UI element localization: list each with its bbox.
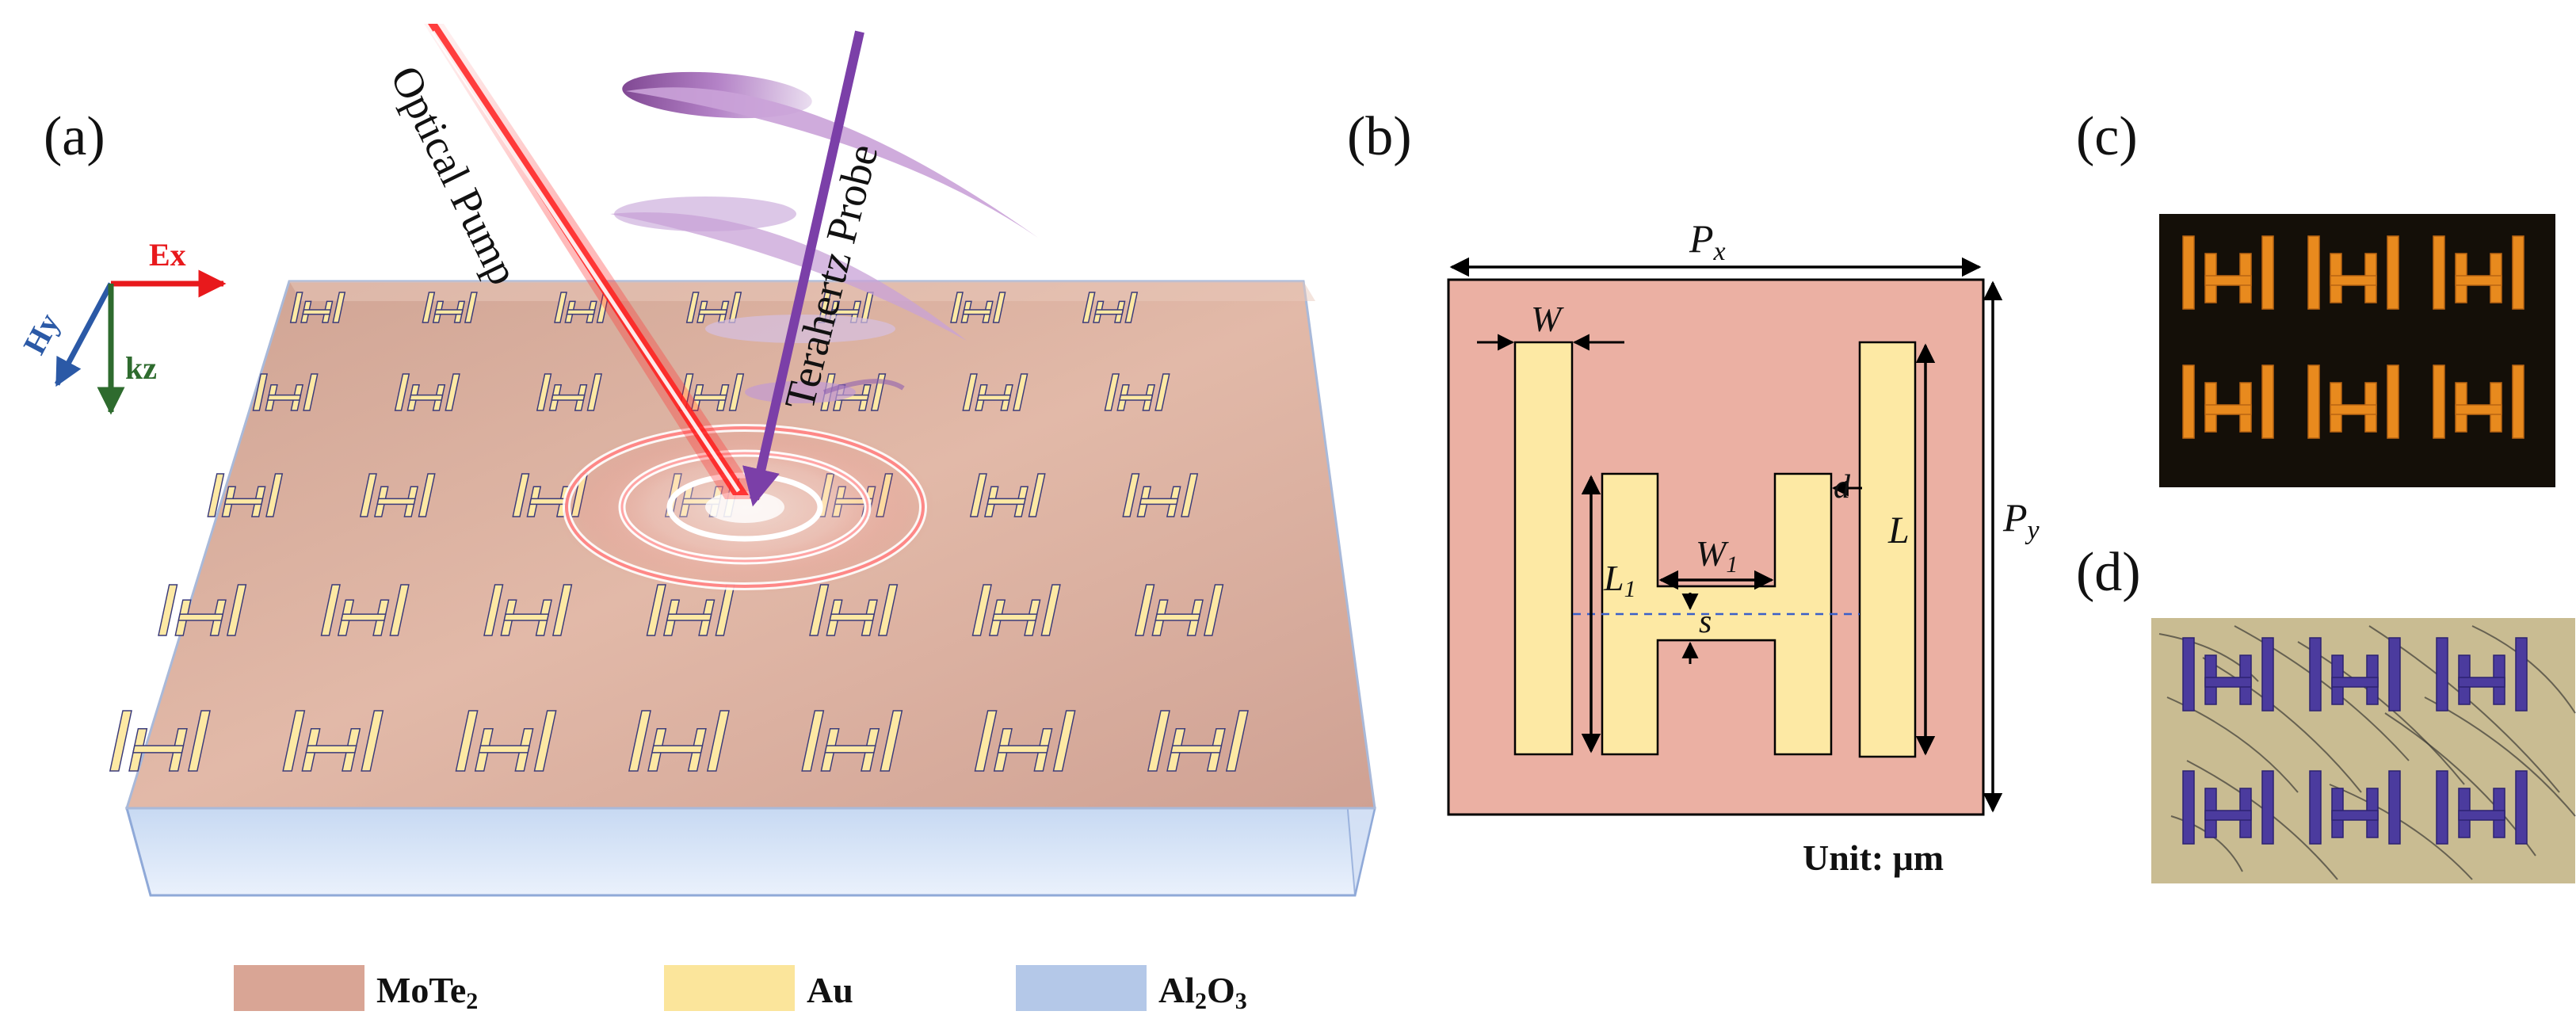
panel-d: (d) bbox=[2076, 542, 2576, 883]
micro-resonator bbox=[2182, 770, 2274, 845]
micro-resonator bbox=[2182, 637, 2274, 712]
outer-bar-left bbox=[1513, 341, 1574, 756]
coordinate-axes: Ex Hy kz bbox=[16, 237, 227, 415]
optical-pump-label: Optical Pump bbox=[381, 59, 528, 292]
micro-resonator bbox=[2182, 364, 2274, 439]
legend-label-au: Au bbox=[807, 970, 853, 1010]
h-resonator bbox=[394, 373, 460, 411]
panel-c-label: (c) bbox=[2076, 106, 2138, 167]
h-resonator bbox=[628, 710, 730, 772]
h-resonator bbox=[685, 292, 742, 323]
h-resonator bbox=[1147, 710, 1249, 772]
h-resonator bbox=[536, 373, 602, 411]
l1-label: L1 bbox=[1603, 558, 1636, 602]
h-resonator bbox=[1135, 584, 1224, 636]
h-resonator bbox=[971, 584, 1061, 636]
panel-a: (a) Optical Pump bbox=[16, 24, 1376, 1014]
h-resonator bbox=[969, 473, 1046, 517]
legend-label-mote2: MoTe2 bbox=[376, 970, 478, 1014]
panel-c: (c) bbox=[2076, 106, 2555, 487]
l-label: L bbox=[1887, 509, 1910, 551]
micro-resonator bbox=[2309, 770, 2401, 845]
unit-label: Unit: μm bbox=[1803, 838, 1944, 878]
panel-d-label: (d) bbox=[2076, 542, 2141, 603]
micro-resonator bbox=[2436, 770, 2528, 845]
h-resonator bbox=[950, 292, 1006, 323]
h-resonator bbox=[320, 584, 410, 636]
micrograph-d-resonators bbox=[2182, 637, 2528, 845]
legend-swatch-mote2 bbox=[234, 965, 364, 1011]
h-resonator bbox=[974, 710, 1076, 772]
panel-b-label: (b) bbox=[1347, 106, 1412, 167]
s-label: s bbox=[1699, 604, 1712, 640]
micro-resonator bbox=[2433, 235, 2524, 310]
kz-label: kz bbox=[125, 350, 157, 386]
micrograph-c-resonators bbox=[2182, 235, 2524, 439]
h-resonator bbox=[289, 292, 346, 323]
h-resonator bbox=[252, 373, 319, 411]
px-label: Px bbox=[1689, 216, 1726, 266]
outer-bar-right bbox=[1858, 341, 1917, 758]
w-label: W bbox=[1531, 299, 1564, 339]
terahertz-probe-arrow bbox=[742, 30, 864, 507]
micro-resonator bbox=[2307, 235, 2399, 310]
h-resonator bbox=[962, 373, 1028, 411]
h-resonator bbox=[1082, 292, 1139, 323]
h-resonator-array bbox=[109, 292, 1249, 772]
hy-label: Hy bbox=[16, 307, 67, 360]
legend-swatch-al2o3 bbox=[1016, 965, 1147, 1011]
legend: MoTe2 Au Al2O3 bbox=[234, 965, 1247, 1014]
micro-resonator bbox=[2307, 364, 2399, 439]
h-resonator bbox=[109, 710, 211, 772]
d-label: d bbox=[1834, 469, 1851, 506]
h-resonator bbox=[282, 710, 384, 772]
py-label: Py bbox=[2002, 495, 2040, 545]
h-resonator bbox=[1122, 473, 1199, 517]
h-resonator bbox=[359, 473, 436, 517]
al2o3-front-face bbox=[125, 807, 1376, 897]
h-resonator bbox=[1104, 373, 1170, 411]
micro-resonator bbox=[2309, 637, 2401, 712]
h-resonator bbox=[207, 473, 284, 517]
micro-resonator bbox=[2436, 637, 2528, 712]
h-resonator bbox=[554, 292, 610, 323]
h-resonator bbox=[646, 584, 735, 636]
panel-b: (b) Px Py W L L1 W1 s d Unit: μm bbox=[1347, 106, 2040, 878]
micro-resonator bbox=[2433, 364, 2524, 439]
h-resonator bbox=[158, 584, 247, 636]
h-resonator bbox=[422, 292, 478, 323]
w1-label: W1 bbox=[1696, 533, 1738, 578]
micro-resonator bbox=[2182, 235, 2274, 310]
excitation-rings bbox=[555, 420, 935, 594]
h-resonator bbox=[483, 584, 573, 636]
legend-label-al2o3: Al2O3 bbox=[1158, 970, 1247, 1014]
ex-label: Ex bbox=[149, 237, 186, 273]
h-resonator bbox=[801, 710, 903, 772]
legend-swatch-au bbox=[664, 965, 795, 1011]
h-resonator bbox=[455, 710, 557, 772]
panel-a-label: (a) bbox=[44, 106, 105, 167]
micrograph-c bbox=[2159, 214, 2555, 487]
h-resonator bbox=[809, 584, 899, 636]
optical-pump-beam bbox=[424, 24, 761, 499]
